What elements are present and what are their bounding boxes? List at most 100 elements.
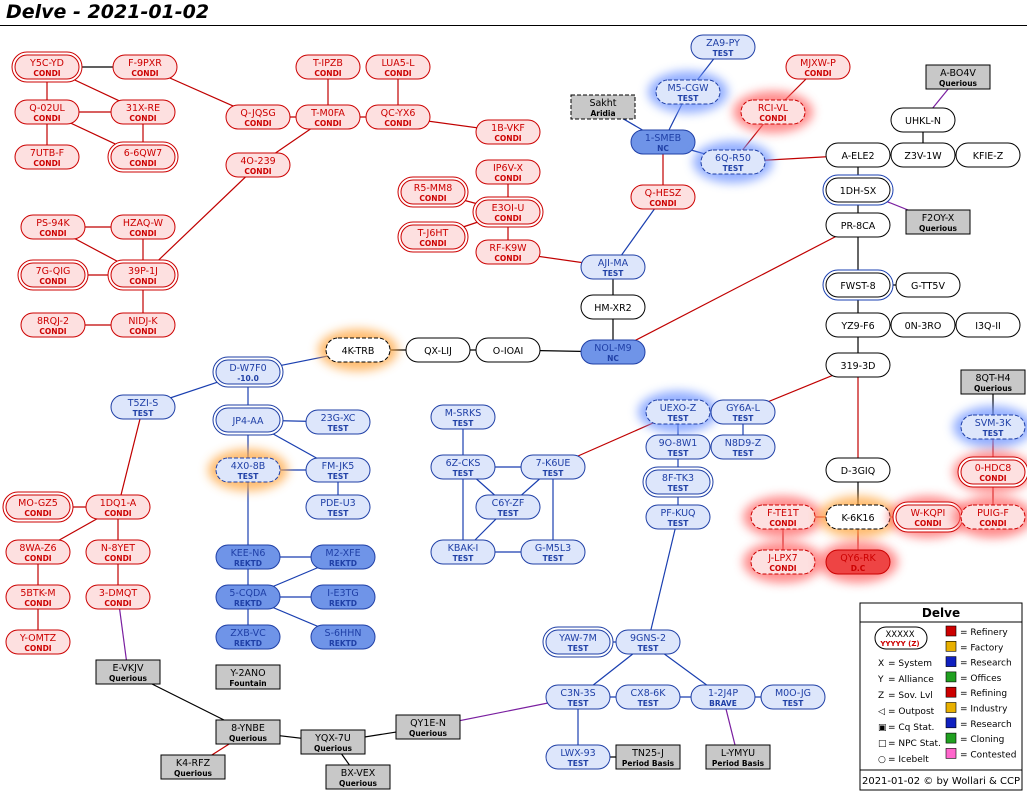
system-node[interactable]: D-W7F0-10.0 bbox=[212, 356, 284, 388]
system-node[interactable]: PR-8CA bbox=[825, 212, 891, 238]
system-node[interactable]: G-TT5V bbox=[895, 272, 961, 298]
system-node[interactable]: D-3GIQ bbox=[825, 457, 891, 483]
system-node[interactable]: 1DH-SX bbox=[822, 174, 894, 206]
system-node[interactable]: 4K-TRB bbox=[318, 329, 398, 371]
system-node[interactable]: A-ELE2 bbox=[825, 142, 891, 168]
system-node[interactable]: UHKL-N bbox=[890, 107, 956, 133]
system-node[interactable]: KFIE-Z bbox=[955, 142, 1021, 168]
system-node[interactable]: O-IOAI bbox=[475, 337, 541, 363]
system-node[interactable]: 319-3D bbox=[825, 352, 891, 378]
system-node[interactable]: HM-XR2 bbox=[580, 294, 646, 320]
system-node[interactable]: QY6-RKD.C bbox=[818, 541, 898, 583]
system-node[interactable]: I3Q-II bbox=[955, 312, 1021, 338]
system-node[interactable]: Z3V-1W bbox=[890, 142, 956, 168]
system-node[interactable]: YZ9-F6 bbox=[825, 312, 891, 338]
system-node[interactable]: K-6K16 bbox=[818, 496, 898, 538]
system-node[interactable]: QX-LIJ bbox=[405, 337, 471, 363]
system-node[interactable]: JP4-AA bbox=[212, 404, 284, 436]
system-node[interactable]: 0N-3RO bbox=[890, 312, 956, 338]
